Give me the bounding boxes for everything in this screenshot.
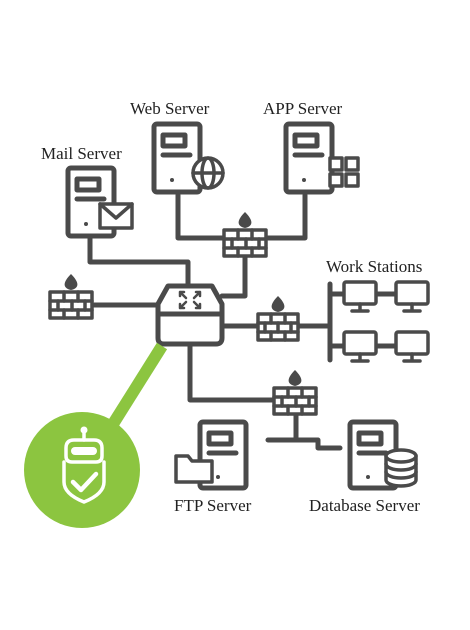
globe-icon bbox=[191, 156, 225, 190]
firewall-icon-right bbox=[256, 312, 300, 342]
fire-icon-top bbox=[238, 212, 252, 228]
fire-icon-bottom bbox=[288, 370, 302, 386]
app-server-icon bbox=[283, 121, 335, 195]
label-work-stations: Work Stations bbox=[326, 257, 423, 276]
security-badge bbox=[24, 342, 168, 528]
label-mail-server: Mail Server bbox=[41, 144, 122, 163]
monitor-icon-4 bbox=[394, 330, 430, 363]
monitor-icon-3 bbox=[342, 330, 378, 363]
firewall-icon-left bbox=[48, 290, 94, 320]
fire-icon-right bbox=[271, 296, 285, 312]
firewall-icon-top bbox=[222, 228, 268, 258]
robot-shield-icon bbox=[62, 426, 106, 504]
apps-grid-icon bbox=[328, 156, 360, 188]
router-icon bbox=[155, 283, 225, 347]
label-ftp-server: FTP Server bbox=[174, 496, 252, 515]
connection-lines bbox=[87, 192, 403, 451]
label-web-server: Web Server bbox=[130, 99, 210, 118]
database-icon bbox=[384, 448, 418, 488]
mail-envelope-icon bbox=[98, 202, 134, 230]
monitor-icon-2 bbox=[394, 280, 430, 313]
fire-icon-left bbox=[64, 274, 78, 290]
label-database-server: Database Server bbox=[309, 496, 420, 515]
monitor-icon-1 bbox=[342, 280, 378, 313]
folder-icon bbox=[174, 454, 214, 484]
firewall-icon-bottom bbox=[272, 386, 318, 416]
label-app-server: APP Server bbox=[263, 99, 343, 118]
web-server-icon bbox=[151, 121, 203, 195]
